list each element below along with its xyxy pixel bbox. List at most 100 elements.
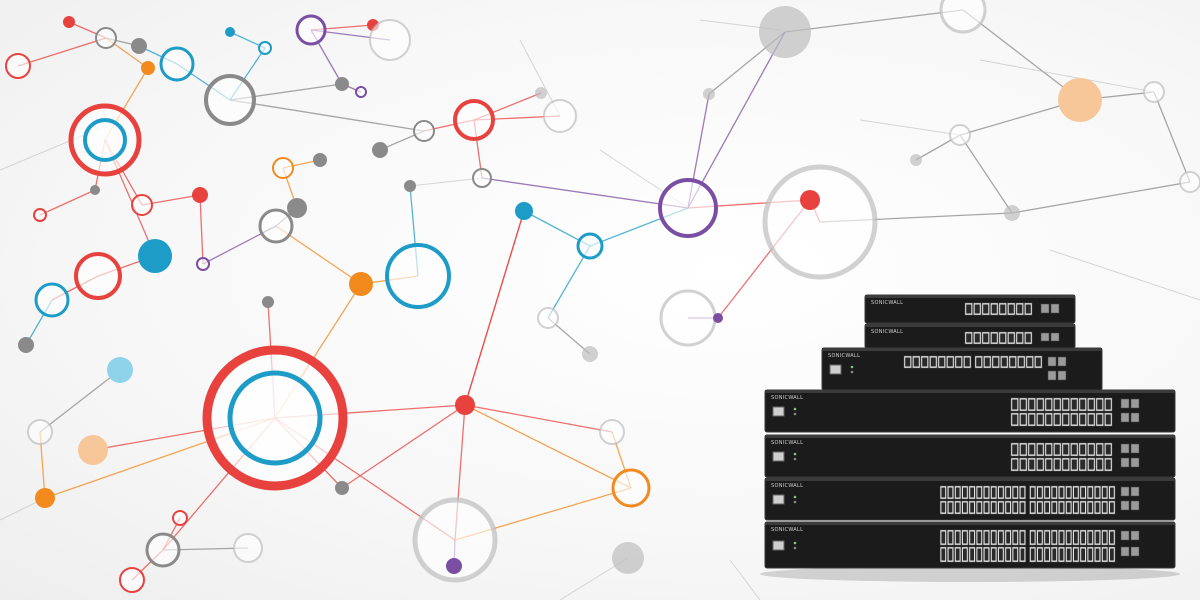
ethernet-port-socket bbox=[1059, 548, 1064, 561]
ethernet-port-socket bbox=[1102, 548, 1107, 561]
ethernet-port-socket bbox=[984, 487, 989, 498]
ethernet-port-socket bbox=[991, 502, 996, 513]
sfp-port bbox=[1120, 486, 1130, 497]
network-node bbox=[535, 87, 547, 99]
network-node bbox=[1004, 205, 1020, 221]
ethernet-port-socket bbox=[948, 548, 953, 561]
ethernet-port-socket bbox=[991, 304, 997, 314]
network-edge bbox=[547, 245, 591, 319]
ethernet-port-socket bbox=[1080, 459, 1086, 470]
ethernet-port-socket bbox=[984, 531, 989, 544]
network-node-ring bbox=[1143, 81, 1165, 103]
ethernet-port-socket bbox=[1030, 487, 1035, 498]
ethernet-port-socket bbox=[970, 531, 974, 544]
ethernet-port-socket bbox=[1046, 444, 1052, 455]
ethernet-port-socket bbox=[955, 548, 960, 561]
network-edge bbox=[959, 134, 1013, 214]
network-edge bbox=[687, 31, 786, 209]
ethernet-port-socket bbox=[1052, 531, 1057, 544]
sfp-port bbox=[1047, 356, 1057, 367]
console-port bbox=[829, 364, 842, 375]
ethernet-port-socket bbox=[1105, 414, 1111, 425]
network-node bbox=[335, 481, 349, 495]
status-led bbox=[850, 365, 854, 369]
ethernet-port-socket bbox=[1088, 502, 1093, 513]
ethernet-port-socket bbox=[977, 487, 982, 498]
ethernet-port-socket bbox=[1071, 399, 1077, 410]
network-node bbox=[35, 488, 55, 508]
ethernet-port-socket bbox=[1081, 502, 1085, 513]
ethernet-port-socket bbox=[1102, 502, 1107, 513]
network-edge bbox=[1153, 91, 1191, 183]
sfp-port bbox=[1057, 370, 1067, 381]
ethernet-port-socket bbox=[948, 502, 953, 513]
network-node-ring bbox=[543, 99, 577, 133]
ethernet-port-socket bbox=[1038, 531, 1042, 544]
switch-unit: SONICWALL bbox=[764, 521, 1176, 569]
ethernet-port-socket bbox=[1018, 357, 1024, 367]
status-led bbox=[850, 370, 854, 374]
sfp-port bbox=[1050, 332, 1060, 342]
ethernet-port-socket bbox=[1037, 414, 1043, 425]
ethernet-port-socket bbox=[941, 502, 946, 513]
ethernet-port-socket bbox=[1080, 414, 1086, 425]
ethernet-port-socket bbox=[1102, 531, 1107, 544]
ethernet-port-socket bbox=[1020, 414, 1026, 425]
network-edge bbox=[979, 59, 1155, 93]
ethernet-port-socket bbox=[1054, 414, 1060, 425]
ethernet-port-socket bbox=[993, 357, 999, 367]
ethernet-port-socket bbox=[1000, 333, 1006, 343]
ethernet-port-socket bbox=[991, 548, 996, 561]
ethernet-port-socket bbox=[913, 357, 919, 367]
switch-unit: SONICWALL bbox=[864, 323, 1076, 349]
ethernet-port-socket bbox=[1066, 531, 1071, 544]
network-node-ring bbox=[453, 99, 495, 141]
ethernet-port-socket bbox=[1045, 531, 1049, 544]
ethernet-port-socket bbox=[1081, 487, 1085, 498]
switch-unit: SONICWALL bbox=[821, 347, 1103, 391]
ethernet-port-socket bbox=[1013, 502, 1018, 513]
ethernet-port-socket bbox=[1074, 548, 1078, 561]
ethernet-port-socket bbox=[1066, 548, 1071, 561]
ethernet-port-socket bbox=[977, 502, 982, 513]
network-node bbox=[141, 61, 155, 75]
network-edge bbox=[729, 559, 761, 600]
ethernet-port-socket bbox=[1012, 399, 1018, 410]
ethernet-port-socket bbox=[1006, 548, 1010, 561]
sfp-port bbox=[1120, 398, 1130, 409]
network-node bbox=[192, 187, 208, 203]
ethernet-port-socket bbox=[948, 487, 953, 498]
ethernet-port-socket bbox=[1037, 459, 1043, 470]
network-node-ring bbox=[131, 194, 153, 216]
sfp-port bbox=[1040, 303, 1050, 314]
ethernet-port-socket bbox=[1052, 502, 1057, 513]
ethernet-port-socket bbox=[1046, 399, 1052, 410]
ethernet-port-socket bbox=[1080, 444, 1086, 455]
console-port bbox=[772, 406, 785, 417]
ethernet-port-socket bbox=[963, 548, 967, 561]
ethernet-port-socket bbox=[1013, 487, 1018, 498]
network-node bbox=[404, 180, 416, 192]
ethernet-port-socket bbox=[1013, 548, 1018, 561]
network-node-ring bbox=[83, 118, 127, 162]
sfp-port bbox=[1120, 443, 1130, 454]
status-led bbox=[793, 500, 797, 504]
ethernet-port-socket bbox=[1013, 531, 1018, 544]
ethernet-port-socket bbox=[1052, 548, 1057, 561]
network-node bbox=[582, 346, 598, 362]
ethernet-port-socket bbox=[966, 333, 972, 343]
ethernet-port-socket bbox=[1097, 459, 1103, 470]
network-node bbox=[759, 6, 811, 58]
ethernet-port-socket bbox=[1029, 444, 1035, 455]
sfp-port bbox=[1130, 398, 1140, 409]
ethernet-port-socket bbox=[1008, 304, 1014, 314]
network-node-ring bbox=[145, 532, 181, 568]
ethernet-port-socket bbox=[1074, 531, 1078, 544]
switch-top-edge bbox=[765, 390, 1175, 393]
network-node bbox=[455, 395, 475, 415]
ethernet-port-socket bbox=[999, 502, 1003, 513]
sfp-port bbox=[1120, 546, 1130, 557]
ethernet-port-socket bbox=[1081, 548, 1085, 561]
ethernet-port-socket bbox=[1006, 531, 1010, 544]
status-led bbox=[793, 495, 797, 499]
